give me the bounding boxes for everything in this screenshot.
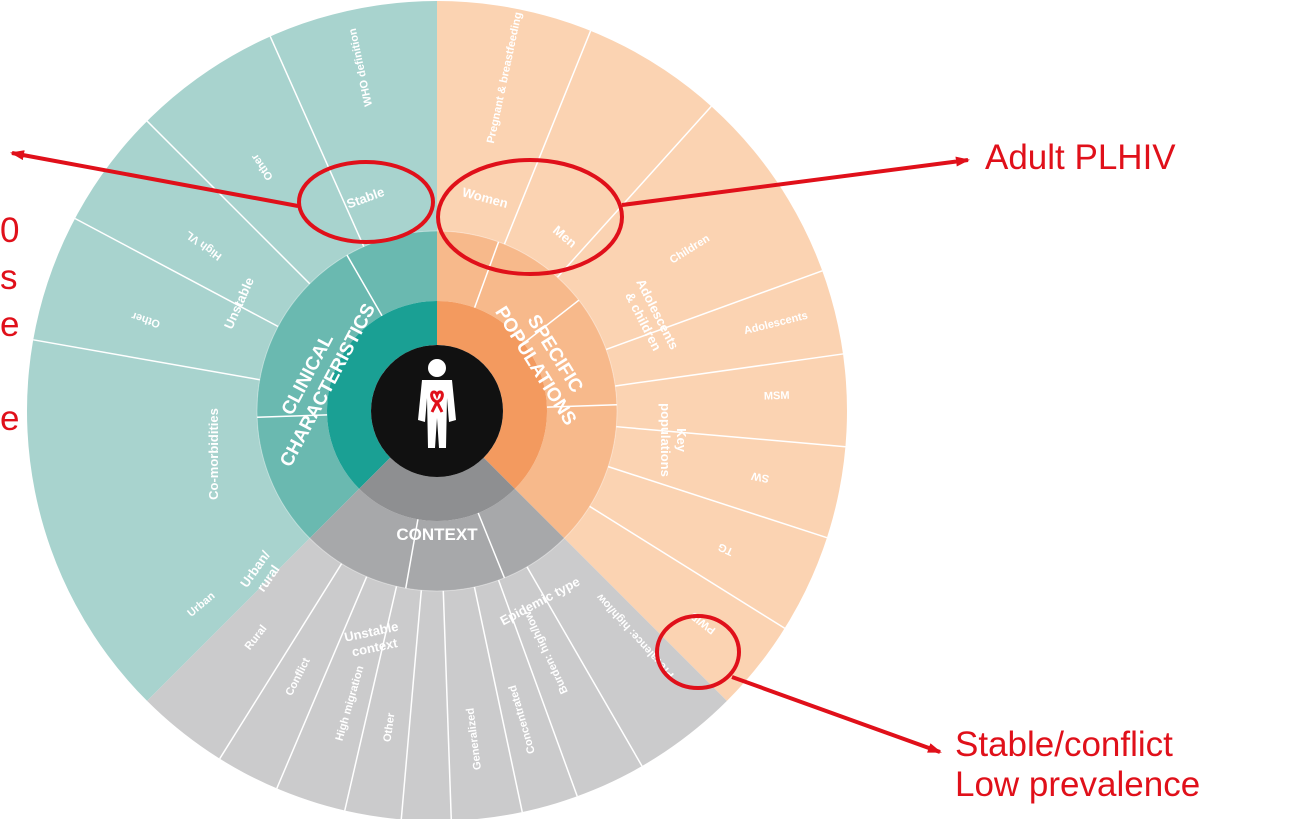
ring-divider [346,254,383,317]
ring-divider [276,576,368,789]
ring-divider [589,505,786,629]
arrow-adult [621,156,970,207]
arrow-left [10,150,299,208]
annotations [10,150,970,754]
ring-boundary [256,230,618,592]
low-prevalence-line: Low prevalence [955,765,1201,804]
ring-divider [33,339,260,381]
ring-divider [473,586,523,813]
ring-divider [344,586,398,811]
cut-text-line: s [0,258,18,297]
ring-divider [477,512,506,579]
wheel-dividers [33,30,846,819]
cut-text-line: 0 [0,211,20,250]
outer-label-other-3: Other [382,711,398,742]
cut-text-line [0,348,19,395]
ring-divider [497,579,578,797]
ring-divider [74,217,279,328]
ring-divider [616,425,846,448]
ring-divider [615,353,844,387]
ring-divider [546,403,617,408]
ring-divider [526,566,643,767]
context-outer-ring [147,538,727,819]
ring-divider [556,105,712,278]
ring-divider [442,590,452,819]
populations-middle-ring [437,231,618,539]
stable-highlight-circle [297,160,435,244]
ring-divider [146,120,311,285]
clinical-middle-ring [257,231,437,539]
ring-divider [607,465,828,539]
ring-divider [219,563,343,760]
context-label: CONTEXT [396,525,478,544]
ring-divider [269,36,365,247]
ring-divider [605,270,823,351]
context-middle-ring [309,488,565,591]
cut-off-annotation-text: 0 s e e [0,207,19,442]
ring-divider [503,30,592,245]
outer-label-msm: MSM [764,390,790,403]
ring-divider [400,590,423,819]
cut-text-line: e [0,399,20,438]
cut-text-line: e [0,305,20,344]
ring-divider [405,519,419,589]
adult-highlight-circle [436,158,624,276]
adult-plhiv-annotation: Adult PLHIV [985,138,1176,177]
person-with-red-ribbon-icon [371,345,503,477]
populations-inner-ring [437,301,547,489]
prevalence-highlight-circle [655,614,741,690]
populations-outer-ring [437,1,847,701]
outer-label-tg: TG [716,540,735,557]
comorbidities-label: Co-morbidities [206,408,221,500]
outer-label-sw: SW [750,469,770,484]
key-populations-label: Keypopulations [658,403,689,477]
context-inner-ring [359,457,515,521]
ring-divider [473,241,500,308]
arrow-stable-conflict [731,675,942,754]
ring-divider [257,414,328,419]
clinical-inner-ring [327,301,437,489]
stable-conflict-line: Stable/conflict [955,725,1173,764]
stable-conflict-annotation: Stable/conflict Low prevalence [955,725,1200,805]
ring-divider [523,299,580,344]
